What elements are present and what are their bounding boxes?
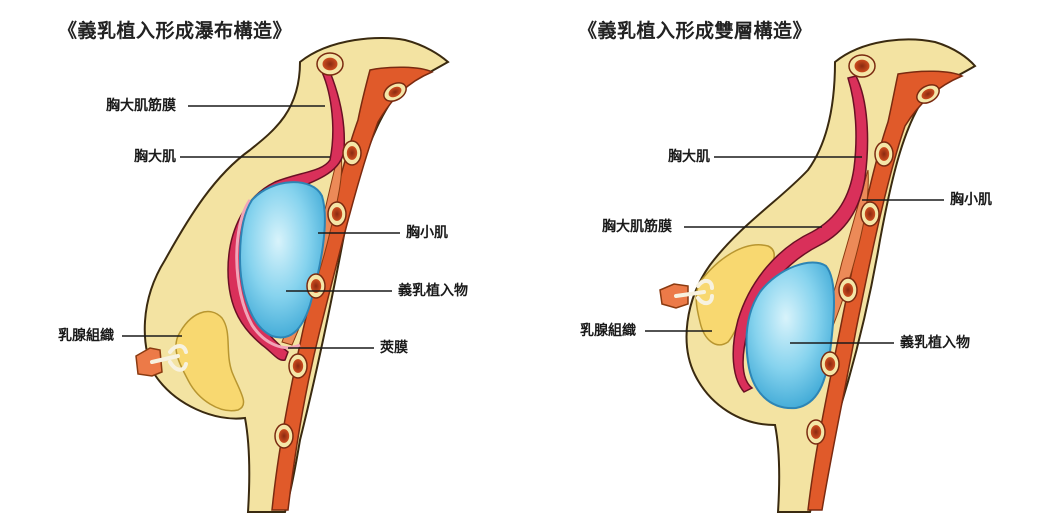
right-label-pec-minor: 胸小肌: [950, 192, 992, 208]
left-capsule: [235, 199, 301, 350]
left-rib-6: [274, 423, 294, 449]
right-rib-3: [860, 201, 880, 227]
left-label-gland: 乳腺組織: [58, 328, 114, 344]
left-leader-lines: [122, 105, 400, 349]
right-ribs: [806, 54, 940, 445]
right-rib-6: [806, 419, 826, 445]
right-diagram-title: 《義乳植入形成雙層構造》: [578, 20, 813, 42]
right-implant: [745, 261, 835, 410]
right-label-pec-major-fascia: 胸大肌筋膜: [602, 219, 672, 235]
right-label-pec-major: 胸大肌: [668, 149, 710, 165]
right-milk-duct: [674, 279, 714, 305]
left-implant: [238, 181, 326, 339]
right-label-gland: 乳腺組織: [580, 323, 636, 339]
left-rib-5: [288, 353, 308, 379]
left-rib-2: [342, 140, 362, 166]
left-label-pec-major-fascia: 胸大肌筋膜: [106, 98, 176, 114]
left-diagram-title: 《義乳植入形成瀑布構造》: [58, 20, 293, 42]
left-rib-4: [306, 273, 326, 299]
left-diagram: [122, 36, 450, 513]
right-leader-lines: [645, 156, 944, 344]
right-rib-4: [838, 277, 858, 303]
left-label-capsule: 莢膜: [380, 340, 408, 356]
right-clavicle: [848, 54, 876, 78]
left-label-pec-major: 胸大肌: [134, 149, 176, 165]
right-pec-major: [732, 75, 869, 393]
right-diagram: [645, 38, 977, 513]
right-rib-1: [916, 84, 940, 104]
left-nipple: [135, 347, 163, 377]
left-label-pec-minor: 胸小肌: [406, 225, 448, 241]
left-rib-3: [327, 201, 347, 227]
right-rib-2: [874, 141, 894, 167]
left-ribs: [274, 52, 407, 449]
left-clavicle: [316, 52, 344, 76]
left-label-implant: 義乳植入物: [398, 283, 468, 299]
right-rib-5: [820, 351, 840, 377]
right-label-implant: 義乳植入物: [900, 335, 970, 351]
left-milk-duct: [150, 344, 188, 372]
left-rib-1: [383, 82, 407, 102]
left-mammary-gland: [175, 310, 245, 412]
